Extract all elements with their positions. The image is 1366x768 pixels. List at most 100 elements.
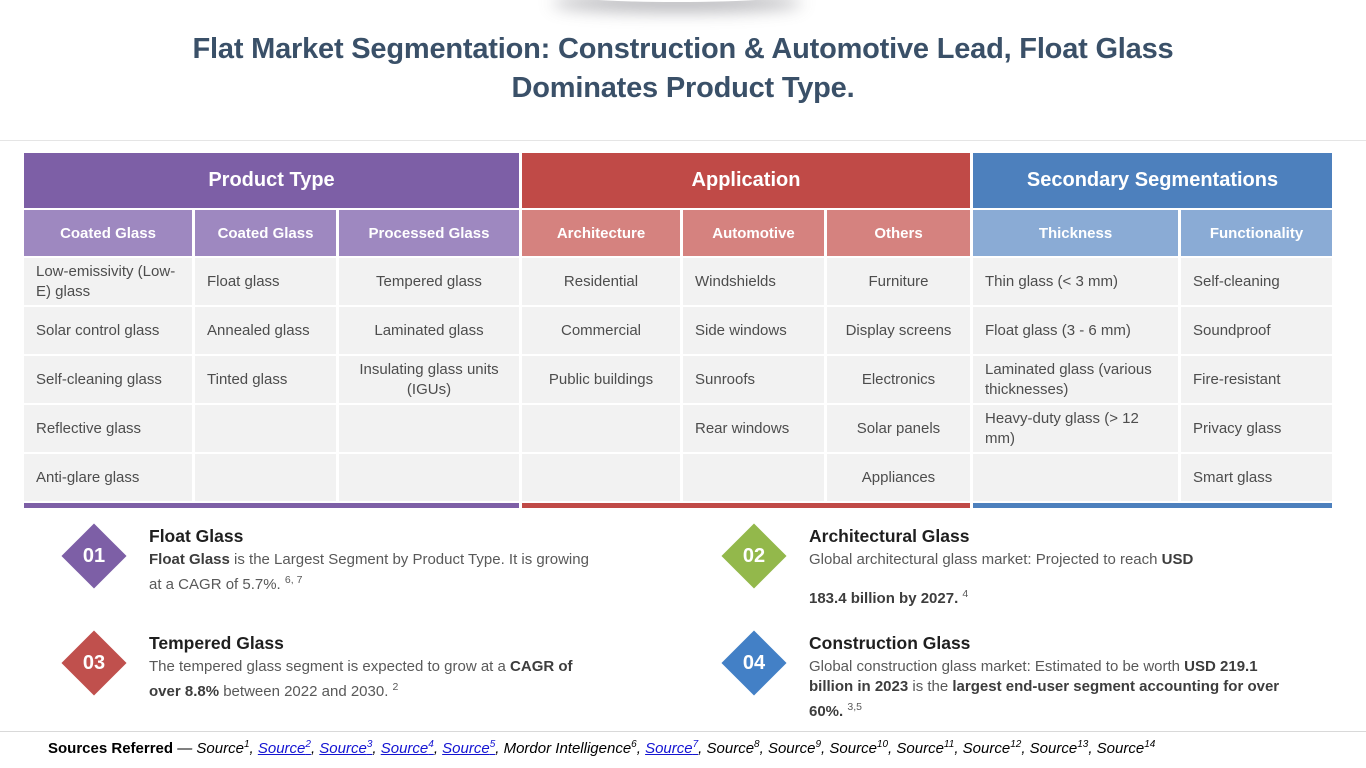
callout-segment: Float Glass: [149, 551, 235, 568]
source-superscript: 9: [815, 739, 822, 750]
table-cell: Privacy glass: [1181, 405, 1332, 452]
callout-segment: is the Largest Segment by Product Type. …: [149, 551, 589, 593]
source-link[interactable]: Source3: [319, 739, 373, 757]
table-cell: Tempered glass: [339, 258, 519, 305]
source-item: Source12: [962, 739, 1022, 757]
source-separator: ,: [1021, 740, 1030, 757]
sources-dash: —: [173, 740, 197, 757]
source-link[interactable]: Source7: [645, 739, 698, 757]
table-cell: Heavy-duty glass (> 12 mm): [973, 405, 1178, 452]
callout-title: Construction Glass: [809, 633, 971, 653]
source-superscript: 5: [489, 739, 496, 750]
top-edge-shadow: [552, 0, 802, 2]
source-separator: ,: [698, 740, 707, 757]
table-cell: Tinted glass: [195, 356, 336, 403]
callout-paragraph: Global construction glass market: Estima…: [809, 657, 1281, 722]
column-header: Functionality: [1181, 210, 1332, 256]
source-link[interactable]: Source2: [258, 739, 311, 757]
group-underline: [24, 503, 519, 508]
group-header: Product Type: [24, 153, 519, 208]
group-underline: [522, 503, 970, 508]
source-label: Source: [706, 740, 755, 757]
table-cell: [339, 405, 519, 452]
source-superscript: 2: [305, 739, 311, 750]
page-title-line-2: Dominates Product Type.: [511, 72, 855, 104]
source-link[interactable]: Source4: [381, 739, 434, 757]
callout-segment: largest end-user segment accounting for …: [809, 678, 1280, 720]
table-cell: Solar panels: [827, 405, 970, 452]
source-separator: ,: [249, 740, 258, 757]
callout-paragraph: Float Glass is the Largest Segment by Pr…: [149, 550, 589, 595]
table-cell: Self-cleaning glass: [24, 356, 192, 403]
callout-number: 03: [82, 651, 106, 674]
table-cell: Residential: [522, 258, 680, 305]
source-item: Source13: [1030, 739, 1089, 757]
source-separator: ,: [888, 740, 897, 757]
source-item: Source14: [1097, 739, 1156, 757]
table-cell: Float glass (3 - 6 mm): [973, 307, 1178, 354]
callout-segment: USD 219.1 billion in 2023: [809, 658, 1258, 695]
callout-title: Float Glass: [149, 526, 244, 546]
table-cell: Windshields: [683, 258, 824, 305]
table-cell: Insulating glass units (IGUs): [339, 356, 519, 403]
source-label: Source: [829, 740, 877, 757]
callout-segment: CAGR of over 8.8%: [149, 658, 573, 700]
column-header: Automotive: [683, 210, 824, 256]
diamond-icon: 04: [721, 630, 787, 696]
diamond-icon: 01: [61, 523, 127, 589]
callout-paragraph: The tempered glass segment is expected t…: [149, 657, 589, 702]
column-header: Coated Glass: [195, 210, 336, 256]
source-separator: ,: [310, 740, 320, 757]
table-cell: Annealed glass: [195, 307, 336, 354]
table-cell: Sunroofs: [683, 356, 824, 403]
table-cell: [973, 454, 1178, 501]
table-cell: Low-emissivity (Low-E) glass: [24, 258, 192, 305]
source-separator: ,: [759, 740, 768, 757]
callout-body: Global architectural glass market: Proje…: [809, 550, 1193, 609]
source-separator: ,: [636, 740, 646, 757]
callout-body: The tempered glass segment is expected t…: [149, 657, 589, 702]
source-separator: ,: [433, 740, 443, 757]
source-superscript: 11: [943, 739, 955, 750]
title-divider: [0, 140, 1366, 141]
callout-number: 01: [82, 544, 106, 567]
table-cell: Furniture: [827, 258, 970, 305]
sources-line: Sources Referred — Source1, Source2, Sou…: [48, 739, 1348, 757]
table-cell: Appliances: [827, 454, 970, 501]
table-cell: Commercial: [522, 307, 680, 354]
sources-prefix: Sources Referred: [48, 740, 174, 757]
source-separator: ,: [821, 740, 830, 757]
callout-segment: 4: [962, 588, 969, 600]
source-label: Source: [319, 740, 367, 757]
source-label: Source: [962, 740, 1011, 757]
callout-body: Global construction glass market: Estima…: [809, 657, 1281, 722]
source-superscript: 14: [1144, 739, 1156, 750]
diamond-icon: 03: [61, 630, 127, 696]
callout-title: Tempered Glass: [149, 633, 284, 653]
source-superscript: 4: [428, 739, 434, 750]
source-separator: ,: [954, 740, 963, 757]
source-label: Source: [442, 740, 490, 757]
source-superscript: 3: [366, 739, 373, 750]
table-cell: Laminated glass (various thicknesses): [973, 356, 1178, 403]
callout-segment: 183.4 billion by 2027.: [809, 590, 959, 607]
source-item: Source11: [896, 739, 955, 757]
table-cell: [195, 405, 336, 452]
table-cell: Public buildings: [522, 356, 680, 403]
source-item: Source8: [706, 739, 760, 757]
source-link[interactable]: Source5: [442, 739, 496, 757]
source-item: Source9: [768, 739, 822, 757]
table-cell: [195, 454, 336, 501]
table-cell: Laminated glass: [339, 307, 519, 354]
callout-segment: between 2022 and 2030.: [219, 683, 393, 700]
table-cell: Anti-glare glass: [24, 454, 192, 501]
source-superscript: 1: [243, 739, 250, 750]
callout-segment: Global architectural glass market: Proje…: [809, 551, 1162, 568]
